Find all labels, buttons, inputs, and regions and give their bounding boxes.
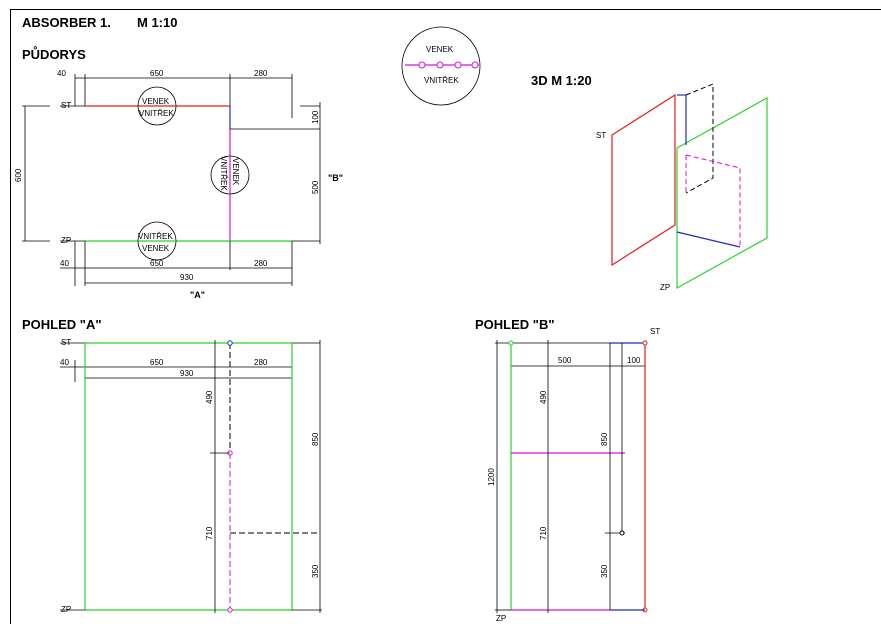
view-a-zp-label: ZP — [61, 605, 71, 614]
view3d-dashed-panel — [685, 83, 714, 194]
view-b: ST 500 100 ZP 1200 490 710 850 350 — [487, 327, 660, 623]
view-b-dim-small: 100 — [627, 356, 641, 365]
legend-circle: VENEK VNITŘEK — [401, 26, 481, 106]
plan-circle-top-upper: VENEK — [142, 97, 170, 106]
plan-circle-mid-upper: VENEK — [231, 158, 240, 186]
view-b-title: POHLED "B" — [475, 317, 555, 332]
plan-circle-mid-lower: VNITŘEK — [219, 156, 228, 191]
view-b-zp-label: ZP — [496, 614, 506, 623]
plan-zp-label: ZP — [61, 236, 71, 245]
plan-circle-bottom-lower: VENEK — [142, 244, 170, 253]
legend-dot — [436, 61, 444, 69]
plan-dim-right-small: 100 — [311, 110, 320, 124]
plan-dim-total: 930 — [180, 273, 194, 282]
plan-view-a-label: "A" — [190, 290, 205, 300]
plan-circle-top-lower: VNITŘEK — [139, 109, 174, 118]
view-a-dim-right-lower: 350 — [311, 564, 320, 578]
view3d-magenta-panel — [685, 154, 741, 247]
plan-dim-top-mid: 650 — [150, 69, 164, 78]
plan-dim-bottom-left: 40 — [60, 259, 69, 268]
view3d-title: 3D M 1:20 — [531, 73, 592, 88]
view-a-dim-left-small: 40 — [60, 358, 69, 367]
view-a-node — [227, 340, 233, 346]
view3d-red-panel — [611, 93, 676, 267]
view-b-st-label: ST — [650, 327, 660, 336]
view-b-node — [619, 530, 625, 536]
view-b-dim-upper: 490 — [539, 390, 548, 404]
view-a-dim-upper: 490 — [205, 390, 214, 404]
plan-dim-bottom-right: 280 — [254, 259, 268, 268]
view-b-dim-height: 1200 — [487, 468, 496, 486]
view-a: ST 40 650 280 930 ZP 490 710 850 350 — [60, 338, 322, 614]
view-b-dim-lower: 710 — [539, 526, 548, 540]
view-a-dim-right: 280 — [254, 358, 268, 367]
view-b-dim-width: 500 — [558, 356, 572, 365]
view-a-dim-lower: 710 — [205, 526, 214, 540]
plan-title: PŮDORYS — [22, 47, 86, 62]
view-a-node — [227, 607, 233, 613]
plan-view: 40 650 280 ST 600 100 500 "B" ZP — [14, 69, 343, 300]
view3d-zp-label: ZP — [660, 283, 670, 292]
legend-dot — [471, 61, 479, 69]
plan-dim-bottom-mid: 650 — [150, 259, 164, 268]
view-a-title: POHLED "A" — [22, 317, 102, 332]
view3d-green-panel — [676, 96, 768, 290]
plan-dim-top-right: 280 — [254, 69, 268, 78]
view-a-dim-right-upper: 850 — [311, 432, 320, 446]
view-b-dim-right-upper: 850 — [600, 432, 609, 446]
plan-st-label: ST — [61, 101, 71, 110]
frame-left-border — [10, 9, 11, 624]
legend-upper-label: VENEK — [426, 45, 454, 54]
plan-view-b-label: "B" — [328, 173, 343, 183]
drawing-scale: M 1:10 — [137, 15, 178, 30]
frame-top-border — [10, 9, 881, 10]
legend-lower-label: VNITŘEK — [424, 76, 459, 85]
legend-dot — [454, 61, 462, 69]
plan-dim-left-height: 600 — [14, 168, 23, 182]
plan-dim-right-height: 500 — [311, 180, 320, 194]
view-a-dim-mid: 650 — [150, 358, 164, 367]
view-a-dim-total: 930 — [180, 369, 194, 378]
plan-circle-bottom-upper: VNITŘEK — [138, 232, 173, 241]
plan-dim-top-left: 40 — [57, 69, 66, 78]
view-b-node — [508, 340, 514, 346]
view-b-dim-right-lower: 350 — [600, 564, 609, 578]
view-a-st-label: ST — [61, 338, 71, 347]
drawing-title: ABSORBER 1. — [22, 15, 111, 30]
view3d: ST ZP — [596, 83, 768, 292]
view3d-st-label: ST — [596, 131, 606, 140]
view-b-node — [642, 340, 648, 346]
view3d-blue-edge — [676, 231, 741, 248]
legend-dot — [418, 61, 426, 69]
